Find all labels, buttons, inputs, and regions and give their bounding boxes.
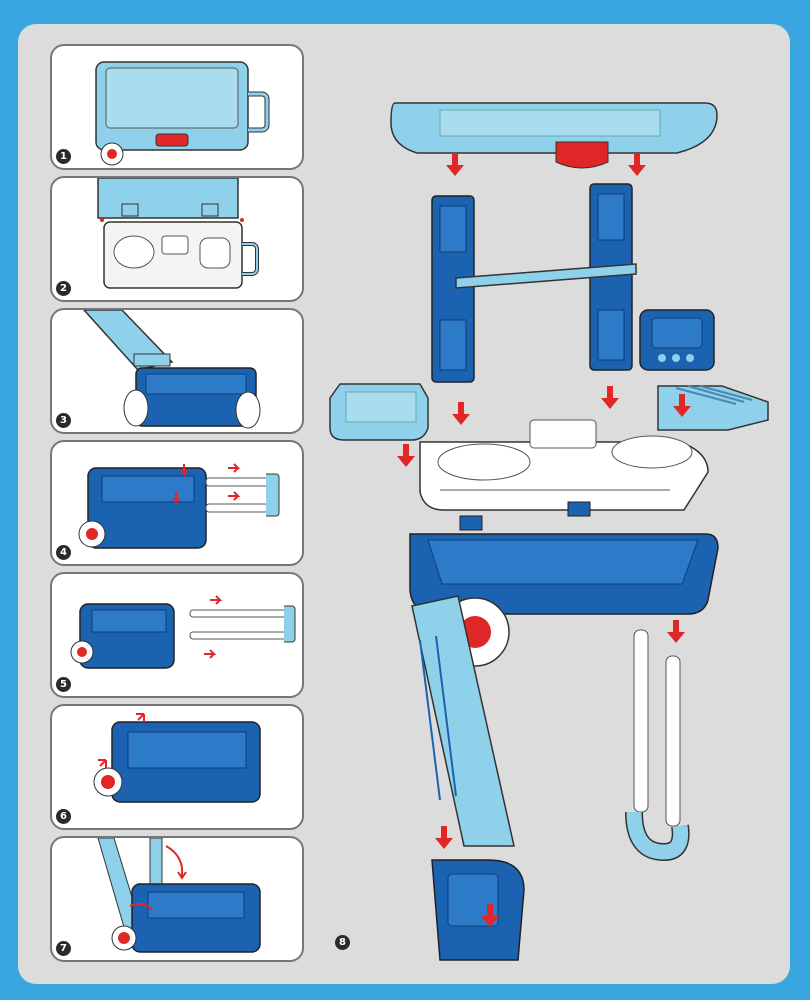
handle-extension-illustration [78, 463, 280, 549]
down-arrow-icon [397, 444, 415, 467]
down-arrow-icon [446, 153, 464, 176]
step-1-panel: 1 [50, 44, 304, 170]
step-number: 5 [56, 677, 71, 692]
lid-rotating-illustration [82, 310, 261, 429]
down-arrow-icon [667, 620, 685, 643]
step-6-panel: 6 [50, 704, 304, 830]
step-number: 3 [56, 413, 71, 428]
table-top-clip [555, 141, 609, 169]
back-panel [411, 595, 515, 847]
open-suitcase-illustration [97, 178, 259, 289]
step-number: 4 [56, 545, 71, 560]
crossbar [455, 263, 637, 289]
step-number: 8 [335, 935, 350, 950]
table-top-inset [439, 109, 661, 137]
down-arrow-icon [452, 402, 470, 425]
step-number: 2 [56, 281, 71, 296]
handle-folding-illustration [97, 838, 261, 953]
step-3-panel: 3 [50, 308, 304, 434]
step-4-panel: 4 [50, 440, 304, 566]
closed-suitcase-illustration [95, 61, 270, 166]
suitcase-side-illustration [93, 713, 261, 803]
step-number: 1 [56, 149, 71, 164]
down-arrow-icon [628, 153, 646, 176]
step-number: 6 [56, 809, 71, 824]
step-number: 7 [56, 941, 71, 956]
handle-pole-left [633, 629, 649, 813]
down-arrow-icon [601, 386, 619, 409]
handle-removal-illustration [70, 595, 296, 669]
step-7-panel: 7 [50, 836, 304, 962]
down-arrow-icon [435, 826, 453, 849]
step-5-panel: 5 [50, 572, 304, 698]
handle-pole-right [665, 655, 681, 827]
step-2-panel: 2 [50, 176, 304, 302]
